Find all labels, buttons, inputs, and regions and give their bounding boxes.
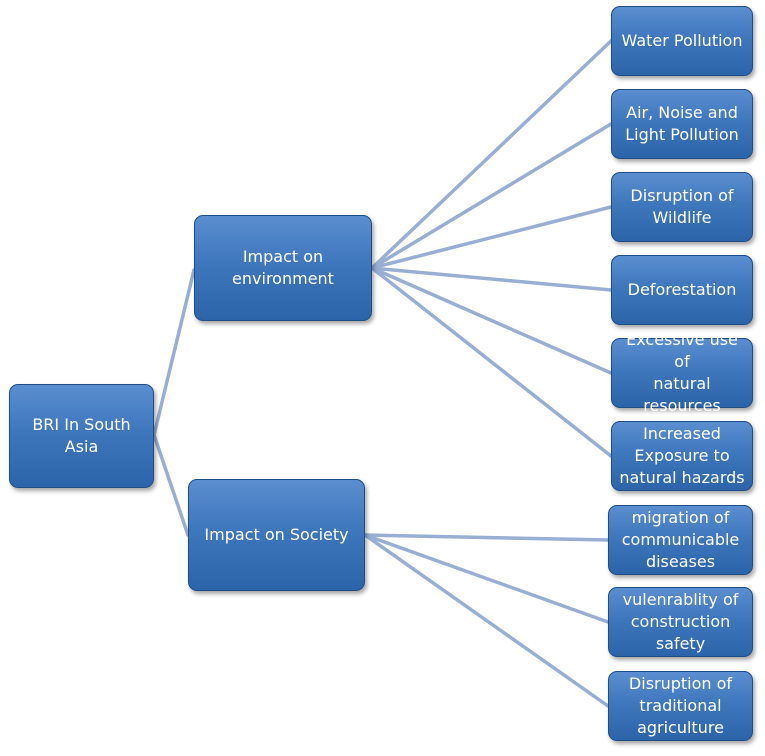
leaf-node-deforestation-label: Deforestation <box>627 280 737 299</box>
leaf-node-natural-resources-label: Excessive use of natural resources <box>626 330 738 415</box>
category-node-society: Impact on Society <box>188 479 365 591</box>
category-node-environment: Impact on environment <box>194 215 372 321</box>
leaf-node-communicable-diseases-label: migration of communicable diseases <box>621 508 740 571</box>
root-node: BRI In South Asia <box>9 384 154 488</box>
leaf-node-traditional-agriculture: Disruption of traditional agriculture <box>608 671 753 741</box>
leaf-node-natural-hazards-label: Increased Exposure to natural hazards <box>619 424 745 487</box>
connector-environment-water-pollution <box>370 39 613 270</box>
connector-society-construction-safety <box>363 533 610 624</box>
leaf-node-wildlife-label: Disruption of Wildlife <box>630 186 734 227</box>
connector-root-society <box>152 433 190 537</box>
connector-society-traditional-agriculture <box>363 533 610 708</box>
connector-environment-natural-hazards <box>370 266 613 458</box>
category-node-environment-label: Impact on environment <box>232 247 334 288</box>
leaf-node-traditional-agriculture-label: Disruption of traditional agriculture <box>628 674 733 737</box>
connector-root-environment <box>152 268 196 437</box>
leaf-node-air-noise-light-label: Air, Noise and Light Pollution <box>625 103 739 144</box>
leaf-node-deforestation: Deforestation <box>611 255 753 325</box>
connector-environment-natural-resources <box>370 266 613 375</box>
leaf-node-communicable-diseases: migration of communicable diseases <box>608 505 753 575</box>
category-node-society-label: Impact on Society <box>204 525 349 544</box>
connector-environment-air-noise-light <box>370 122 613 270</box>
leaf-node-water-pollution-label: Water Pollution <box>621 31 743 50</box>
leaf-node-natural-hazards: Increased Exposure to natural hazards <box>611 421 753 491</box>
leaf-node-construction-safety: vulenrablity of construction safety <box>608 587 753 657</box>
connector-environment-deforestation <box>370 266 613 292</box>
connector-environment-wildlife <box>370 205 613 270</box>
connector-society-communicable-diseases <box>363 533 610 542</box>
leaf-node-construction-safety-label: vulenrablity of construction safety <box>622 590 739 653</box>
leaf-node-natural-resources: Excessive use of natural resources <box>611 330 753 415</box>
leaf-node-water-pollution: Water Pollution <box>611 6 753 76</box>
leaf-node-wildlife: Disruption of Wildlife <box>611 172 753 242</box>
root-node-label: BRI In South Asia <box>32 415 131 456</box>
leaf-node-air-noise-light: Air, Noise and Light Pollution <box>611 89 753 159</box>
